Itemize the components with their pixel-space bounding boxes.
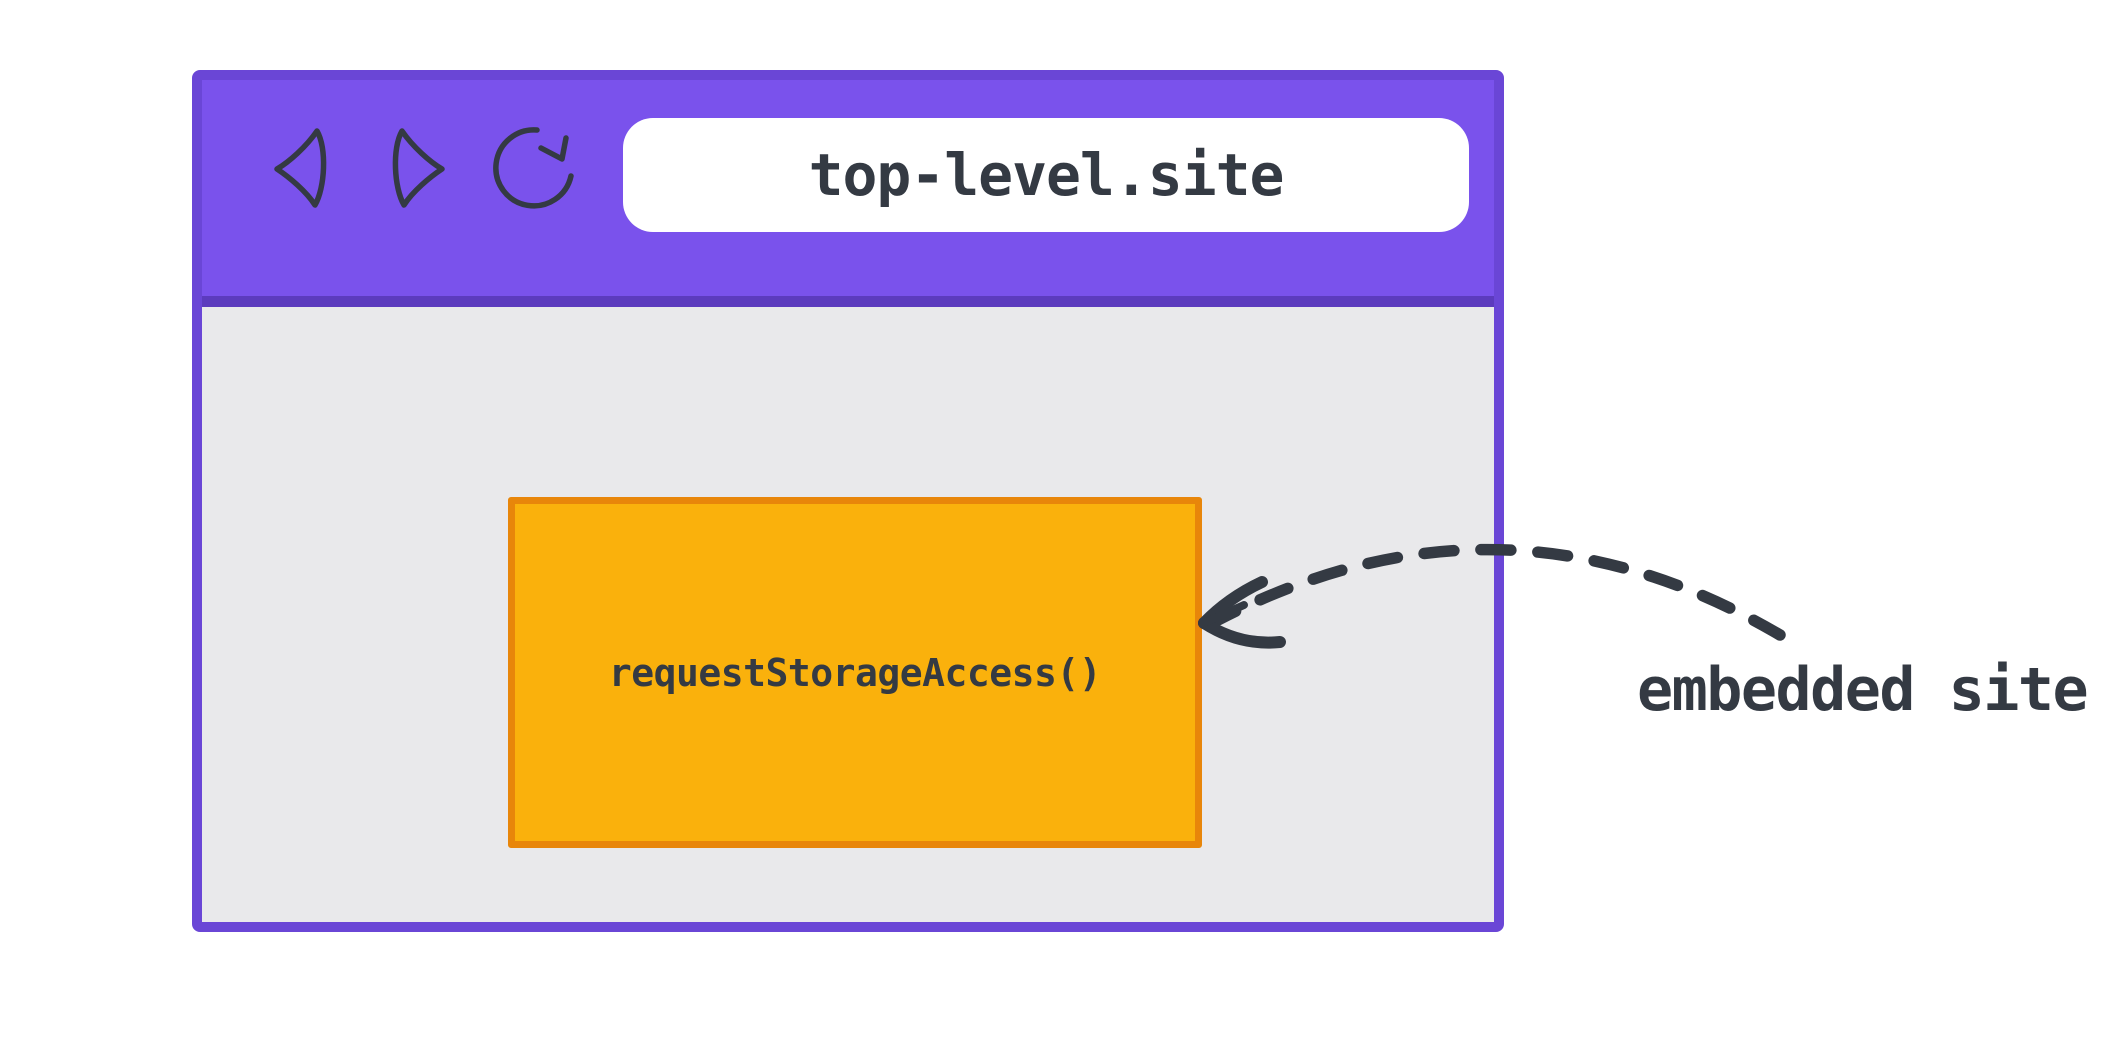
- reload-icon[interactable]: [485, 124, 575, 212]
- browser-window: top-level.site requestStorageAccess(): [192, 70, 1504, 932]
- address-bar-url: top-level.site: [808, 141, 1285, 209]
- request-storage-access-label: requestStorageAccess(): [608, 650, 1102, 695]
- forward-arrow-icon[interactable]: [387, 126, 447, 210]
- browser-toolbar: top-level.site: [202, 80, 1494, 307]
- embedded-site-label: embedded site: [1637, 655, 2089, 725]
- embedded-iframe-box[interactable]: requestStorageAccess(): [508, 497, 1202, 848]
- back-arrow-icon[interactable]: [272, 126, 332, 210]
- dashed-curved-arrow-icon: [1198, 543, 1786, 649]
- address-bar[interactable]: top-level.site: [623, 118, 1469, 232]
